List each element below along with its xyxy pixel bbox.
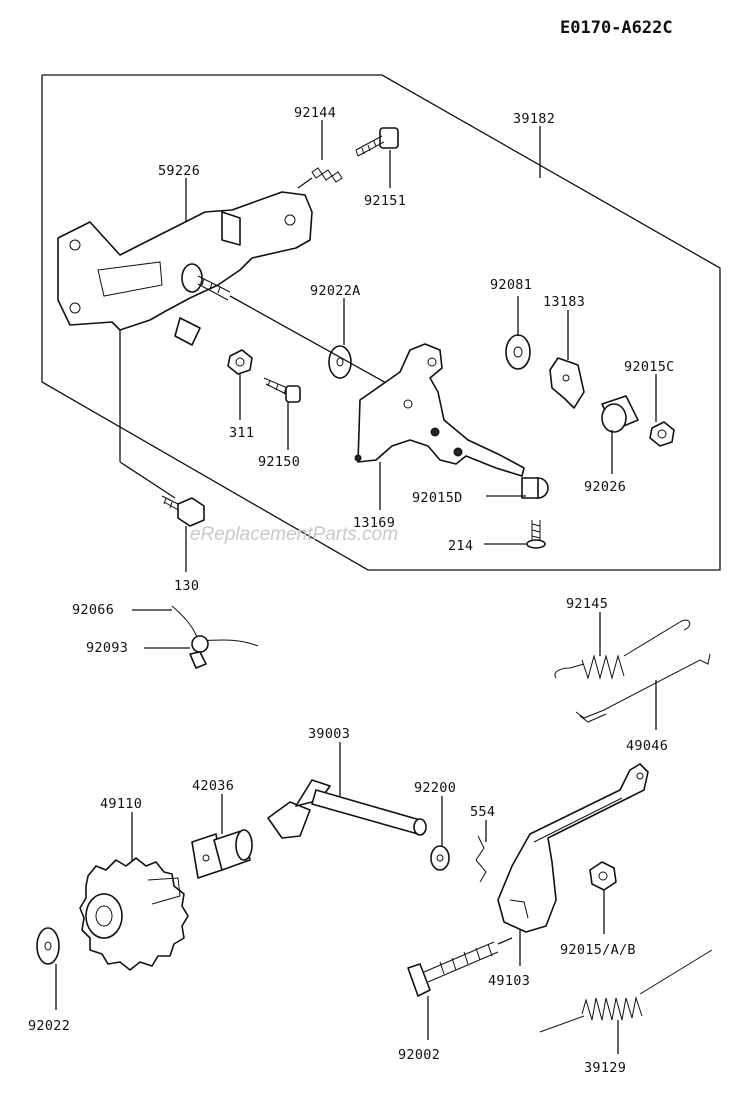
label-92015AB: 92015/A/B xyxy=(560,942,636,958)
collar-92026[interactable] xyxy=(601,395,639,433)
shaft-39003[interactable] xyxy=(267,742,427,839)
label-92002: 92002 xyxy=(398,1047,440,1063)
label-92022: 92022 xyxy=(28,1018,70,1034)
label-49110: 49110 xyxy=(100,796,142,812)
label-92144: 92144 xyxy=(294,105,336,121)
label-49103: 49103 xyxy=(488,973,530,989)
wire-92066[interactable] xyxy=(171,605,259,647)
spring-92145[interactable] xyxy=(554,612,691,680)
label-13169: 13169 xyxy=(353,515,395,531)
label-92026: 92026 xyxy=(584,479,626,495)
nut-92015C[interactable] xyxy=(649,421,675,447)
washer-92022[interactable] xyxy=(36,927,60,1010)
clamp-92093[interactable] xyxy=(189,635,209,669)
screw-214[interactable] xyxy=(526,520,546,549)
label-92145: 92145 xyxy=(566,596,608,612)
label-92015C: 92015C xyxy=(624,359,675,375)
label-92151: 92151 xyxy=(364,193,406,209)
nut-311[interactable] xyxy=(227,349,253,375)
label-92200: 92200 xyxy=(414,780,456,796)
label-554: 554 xyxy=(470,804,495,820)
diagram-code: E0170-A622C xyxy=(560,18,673,38)
label-49046: 49046 xyxy=(626,738,668,754)
bolt-92150[interactable] xyxy=(263,377,301,403)
assembly-outline xyxy=(41,74,721,571)
shaft-axis-line xyxy=(229,295,389,385)
label-92015D: 92015D xyxy=(412,490,463,506)
bolt-92002[interactable] xyxy=(407,937,513,1040)
label-92093: 92093 xyxy=(86,640,128,656)
stud-bolt[interactable] xyxy=(181,263,231,301)
label-39003: 39003 xyxy=(308,726,350,742)
label-214: 214 xyxy=(448,538,473,554)
nut-92015AB[interactable] xyxy=(589,861,617,934)
collar-92015D[interactable] xyxy=(521,477,549,499)
bushing-42036[interactable] xyxy=(191,794,253,879)
label-92022A: 92022A xyxy=(310,283,361,299)
governor-lever-13169[interactable] xyxy=(354,343,525,477)
lever-49103[interactable] xyxy=(497,763,649,966)
label-130: 130 xyxy=(174,578,199,594)
label-42036: 42036 xyxy=(192,778,234,794)
washer-92200[interactable] xyxy=(430,796,450,871)
plate-13183[interactable] xyxy=(549,357,585,409)
label-92150: 92150 xyxy=(258,454,300,470)
bolt-130[interactable] xyxy=(161,495,205,527)
spring-92144[interactable] xyxy=(297,167,343,189)
washer-92081[interactable] xyxy=(505,334,531,370)
gear-49110[interactable] xyxy=(79,812,189,971)
rod-49046[interactable] xyxy=(575,653,711,730)
spring-39129[interactable] xyxy=(539,949,713,1054)
clip-554[interactable] xyxy=(475,820,487,883)
label-59226: 59226 xyxy=(158,163,200,179)
label-311: 311 xyxy=(229,425,254,441)
label-39129: 39129 xyxy=(584,1060,626,1076)
bracket-plate-59226[interactable] xyxy=(57,191,313,346)
label-39182: 39182 xyxy=(513,111,555,127)
label-92066: 92066 xyxy=(72,602,114,618)
label-13183: 13183 xyxy=(543,294,585,310)
bolt-92151[interactable] xyxy=(355,127,399,157)
leader-lines-upper xyxy=(119,120,657,572)
watermark: eReplacementParts.com xyxy=(190,524,398,545)
label-92081: 92081 xyxy=(490,277,532,293)
